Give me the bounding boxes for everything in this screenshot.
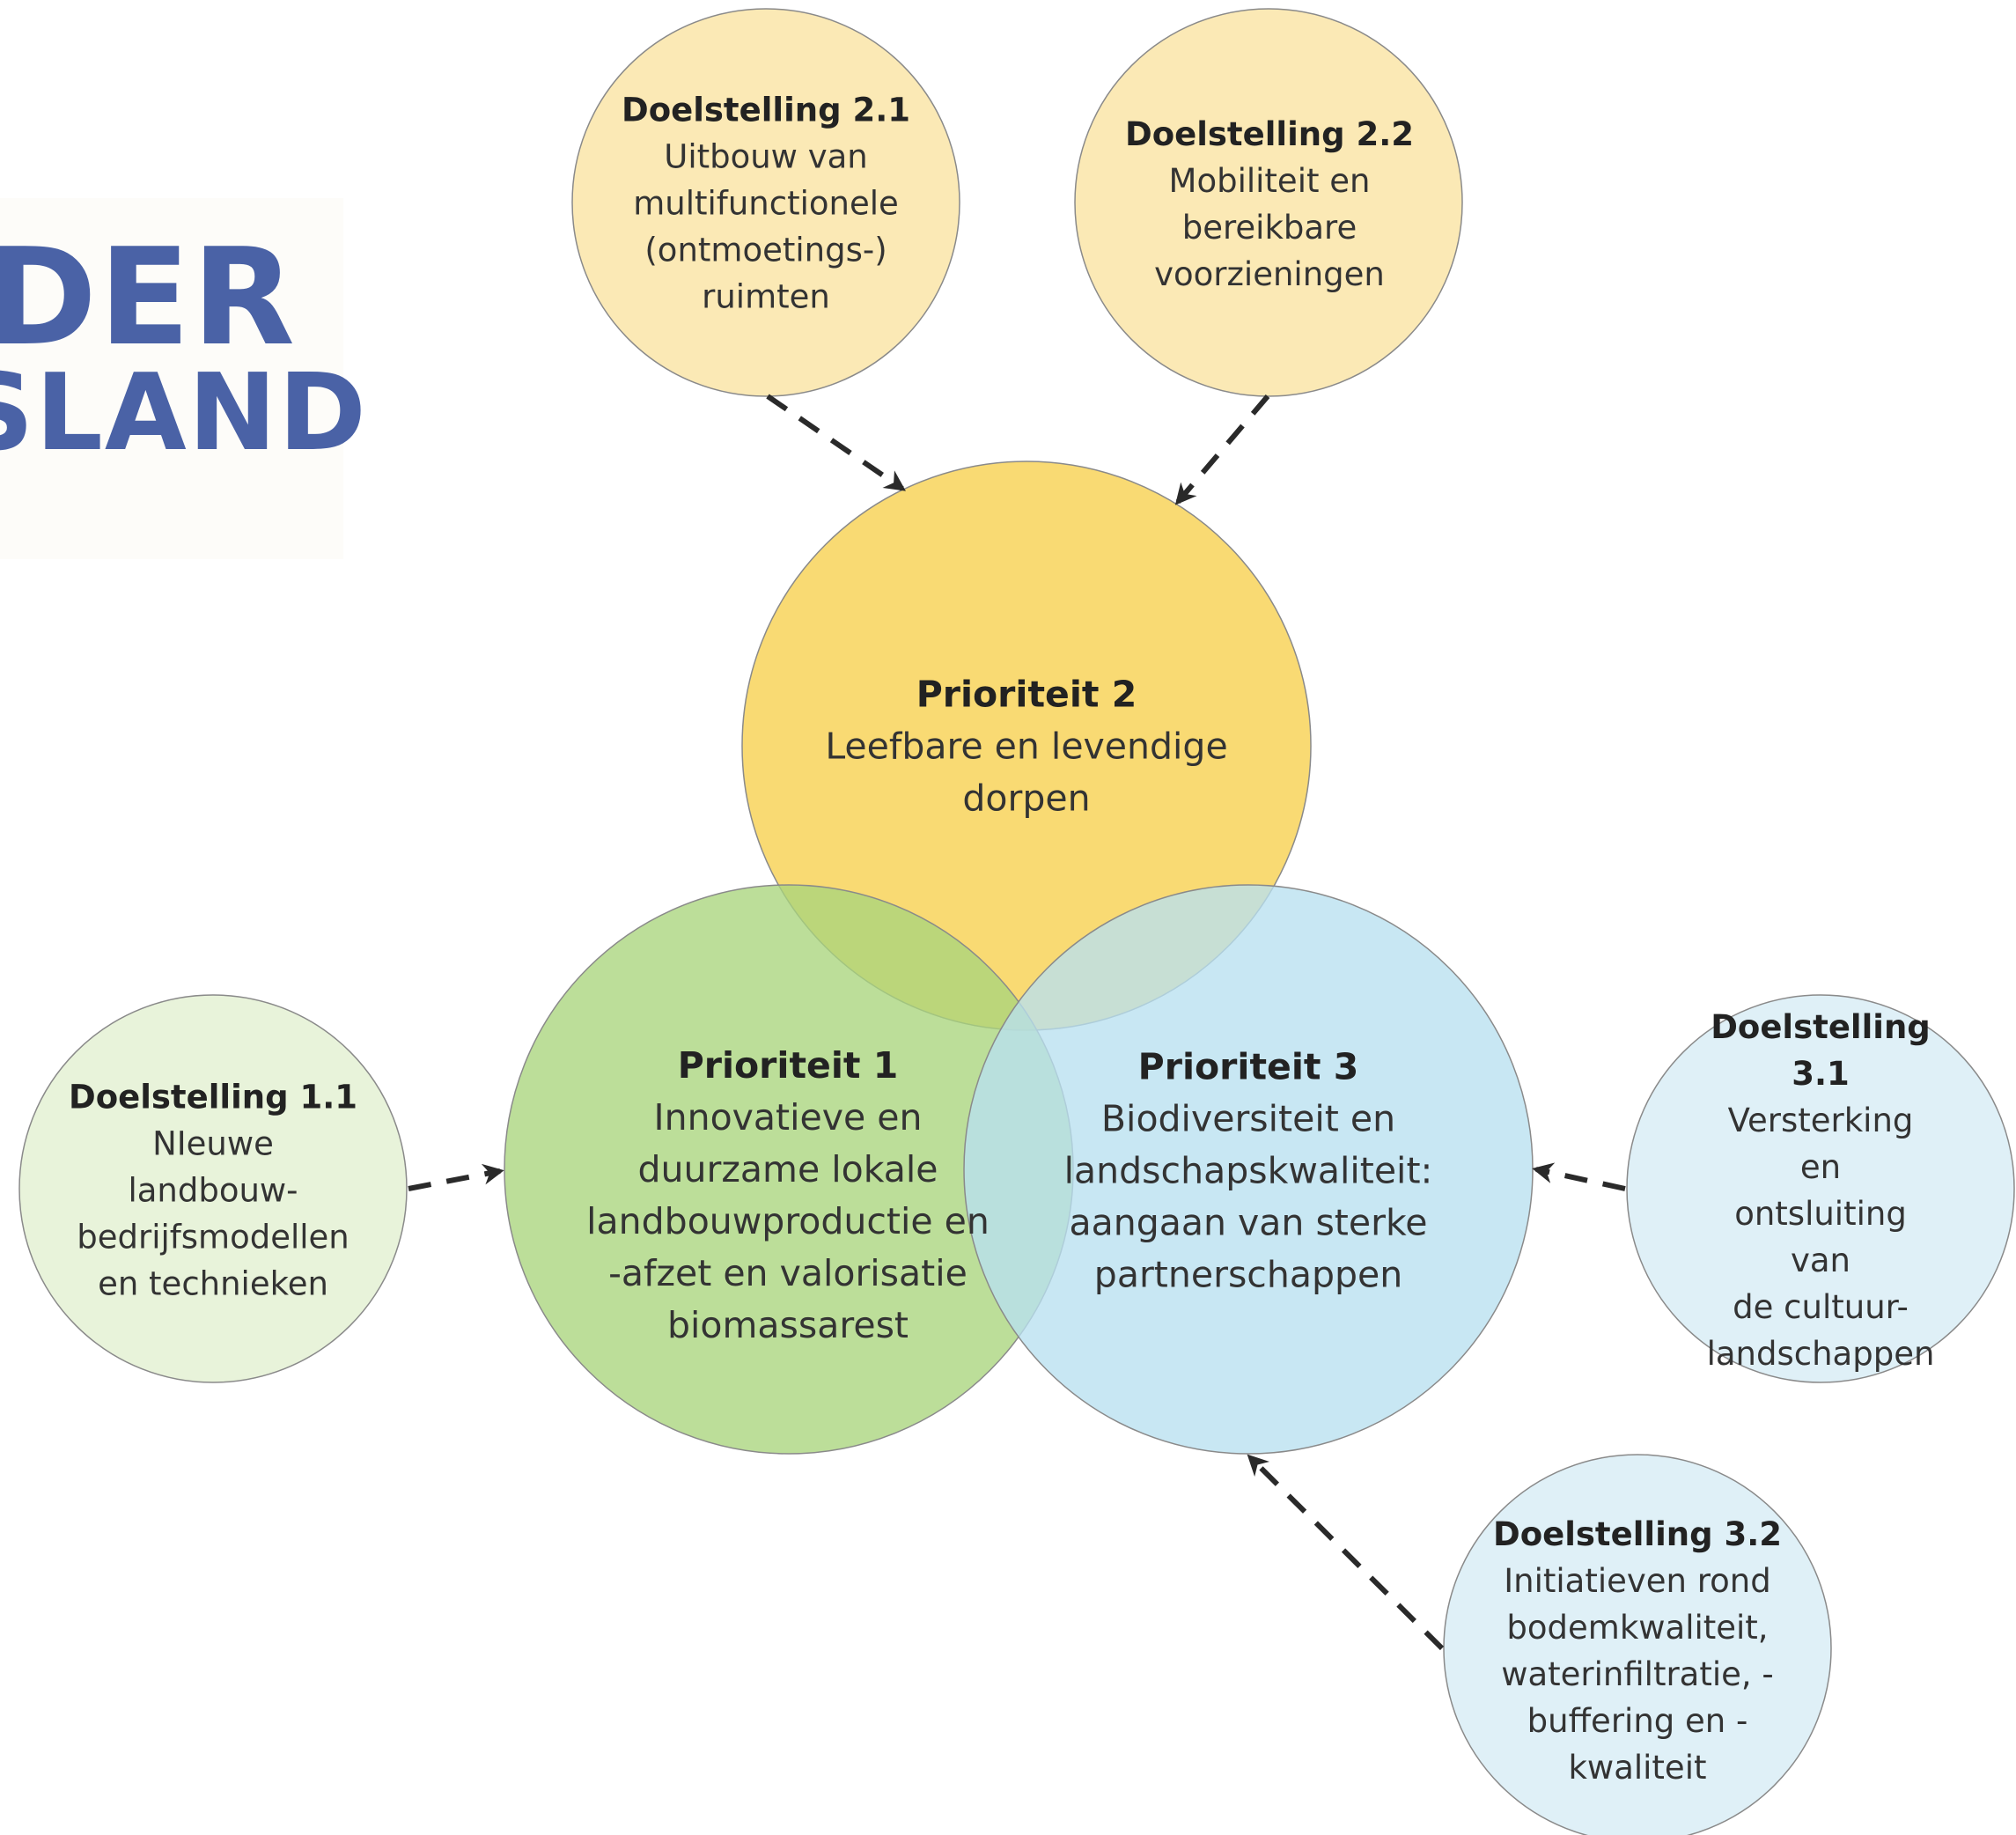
arrow-goal-3-2-to-priority-3 [1247, 1454, 1445, 1651]
goal-1-1-circle [18, 994, 408, 1383]
arrow-goal-2-2-to-priority-2 [1174, 394, 1270, 505]
goal-2-1-circle [571, 8, 960, 397]
priority-3-title: Prioriteit 3 [1137, 1045, 1359, 1088]
goal-3-2-description: Initiatieven rond bodemkwaliteit, wateri… [1501, 1562, 1774, 1787]
logo-panel [0, 198, 343, 559]
goal-3-1-description: Versterking en ontsluiting van de cultuu… [1706, 1102, 1935, 1373]
priority-2-title: Prioriteit 2 [916, 673, 1137, 716]
priority-3-label: Prioriteit 3 Biodiversiteit en landschap… [1064, 1042, 1433, 1301]
priority-1-label: Prioriteit 1 Innovatieve en duurzame lok… [586, 1040, 990, 1352]
arrow-goal-3-1-to-priority-3 [1532, 1162, 1626, 1191]
goal-2-2-title: Doelstelling 2.2 [1124, 115, 1415, 153]
priority-2-description: Leefbare en levendige dorpen [825, 725, 1228, 820]
goal-3-1-title: Doelstelling 3.1 [1711, 1008, 1931, 1093]
goal-2-1-description: Uitbouw van multifunctionele (ontmoeting… [633, 137, 899, 316]
logo-text-line-2: SLAND [0, 352, 368, 475]
priority-1-description: Innovatieve en duurzame lokale landbouwp… [586, 1096, 990, 1346]
priority-2-label: Prioriteit 2 Leefbare en levendige dorpe… [825, 669, 1227, 825]
goal-3-2-label: Doelstelling 3.2 Initiatieven rond bodem… [1493, 1511, 1782, 1791]
goal-3-1-circle [1626, 994, 2015, 1383]
goal-2-1-label: Doelstelling 2.1 Uitbouw van multifuncti… [622, 87, 910, 321]
arrow-goal-1-1-to-priority-1 [408, 1163, 504, 1191]
arrow-goal-2-1-to-priority-2 [766, 394, 906, 491]
logo-text-line-1: DER [0, 219, 298, 375]
goal-1-1-title: Doelstelling 1.1 [68, 1078, 358, 1116]
goal-2-2-circle [1074, 8, 1463, 397]
priority-1-title: Prioriteit 1 [677, 1044, 899, 1087]
goal-2-2-description: Mobiliteit en bereikbare voorzieningen [1154, 162, 1385, 293]
goal-2-2-label: Doelstelling 2.2 Mobiliteit en bereikbar… [1125, 111, 1414, 298]
goal-3-1-label: Doelstelling 3.1 Versterking en ontsluit… [1707, 1004, 1935, 1377]
goal-3-2-circle [1443, 1454, 1832, 1835]
goal-3-2-title: Doelstelling 3.2 [1492, 1515, 1783, 1553]
goal-2-1-title: Doelstelling 2.1 [621, 91, 911, 129]
priority-3-description: Biodiversiteit en landschapskwaliteit: a… [1063, 1097, 1433, 1296]
goal-1-1-description: NIeuwe landbouw- bedrijfsmodellen en tec… [77, 1124, 349, 1303]
goal-1-1-label: Doelstelling 1.1 NIeuwe landbouw- bedrij… [69, 1074, 357, 1308]
